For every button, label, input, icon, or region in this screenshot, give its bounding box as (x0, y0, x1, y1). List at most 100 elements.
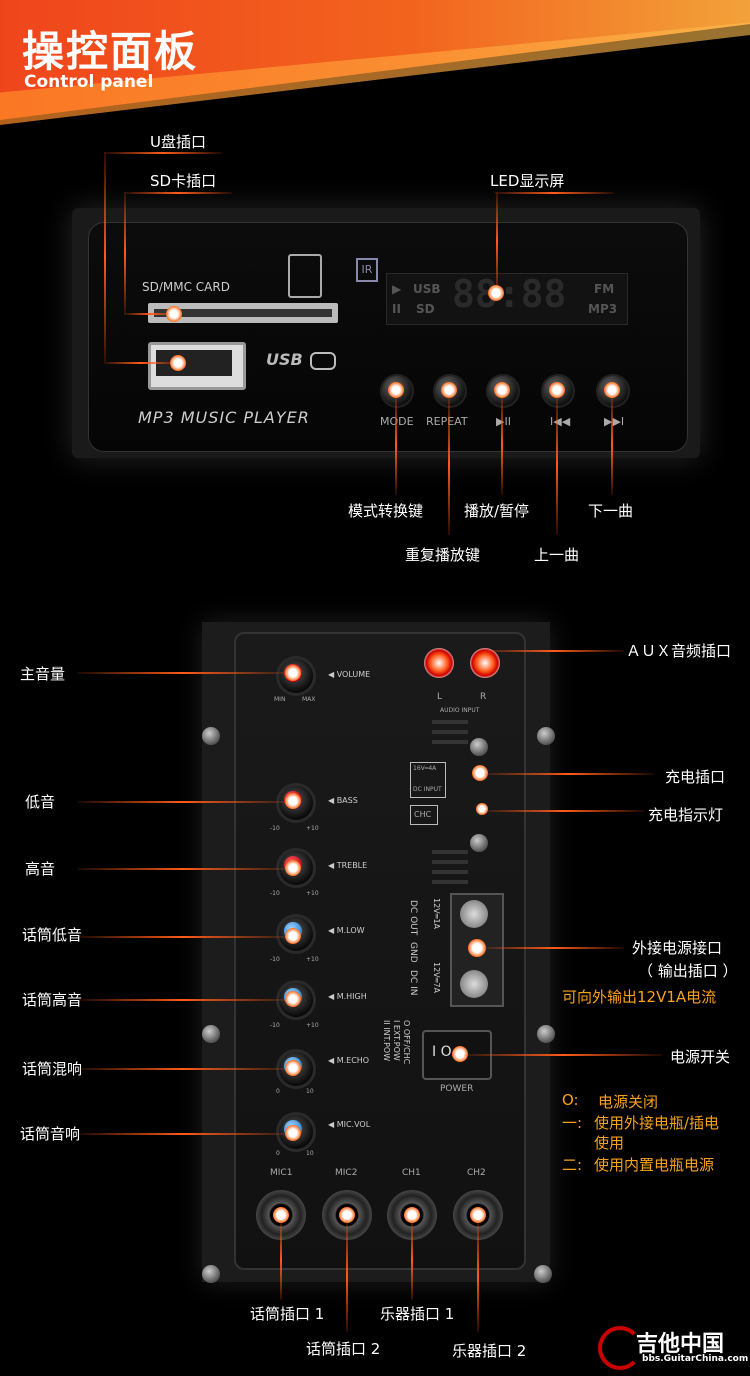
volume-knob-text: ◀ VOLUME (328, 670, 371, 679)
mic-vol-label: 话筒音响 (20, 1125, 81, 1143)
vent (432, 880, 468, 884)
prev-callout-v (556, 395, 558, 535)
led-callout-h (494, 192, 614, 194)
jack-ch1-text: CH1 (402, 1168, 421, 1178)
sd-callout-h2 (124, 313, 176, 315)
aux-right-jack[interactable] (470, 648, 500, 678)
treble-callout-dot (285, 860, 301, 876)
bass-callout-dot (285, 793, 301, 809)
usb-callout-dot (170, 355, 186, 371)
ext-power-label: 外接电源接口 (632, 939, 723, 957)
legend-one-key: 一: (562, 1114, 583, 1132)
bass-scale-min: -10 (270, 825, 280, 832)
ch1-dot (404, 1207, 420, 1223)
screw-icon (470, 738, 488, 756)
jack-mic1-text: MIC1 (270, 1168, 293, 1178)
legend-two-key: 二: (562, 1156, 583, 1174)
vent (432, 730, 468, 734)
mic-vol-scale-min: 0 (276, 1150, 280, 1157)
play-callout-dot (494, 382, 510, 398)
volume-callout-dot (285, 665, 301, 681)
charge-spec: 16V═4A (413, 765, 437, 772)
switch-text: POWER (440, 1084, 474, 1094)
mode-callout-dot (388, 382, 404, 398)
ch2-label: 乐器插口 2 (452, 1342, 527, 1360)
terminal-screw-icon (460, 970, 488, 998)
lcd-fm: FM (594, 282, 615, 296)
v1-text: 12V═1A (432, 898, 441, 930)
ch1-label: 乐器插口 1 (380, 1305, 455, 1323)
volume-max: MAX (302, 696, 316, 703)
screw-icon (537, 727, 555, 745)
mic-echo-scale-min: 0 (276, 1088, 280, 1095)
mic-echo-scale-max: 10 (306, 1088, 314, 1095)
mic-echo-knob-text: ◀ M.ECHO (328, 1056, 370, 1065)
dc-in-text: DC IN (408, 970, 418, 996)
bass-callout (78, 801, 290, 803)
vent (432, 860, 468, 864)
sd-callout-v (124, 192, 126, 314)
ext-power-note: 可向外输出12V1A电流 (562, 988, 717, 1006)
aux-left-jack[interactable] (424, 648, 454, 678)
mic-vol-scale-max: 10 (306, 1150, 314, 1157)
legend-o-val: 电源关闭 (598, 1093, 659, 1111)
charge-port-label: 充电插口 (665, 768, 726, 786)
ch2-callout (477, 1220, 479, 1332)
switch-glyph: I O (432, 1044, 452, 1060)
dc-out-text: DC OUT (408, 900, 418, 936)
lcd-digits: 88:88 (452, 272, 567, 316)
usb-symbol-icon (310, 352, 336, 370)
next-callout-v (611, 395, 613, 495)
prev-callout-dot (549, 382, 565, 398)
usb-callout-h (104, 152, 222, 154)
led-display (386, 273, 628, 325)
bass-scale-max: +10 (306, 825, 319, 832)
mic-low-knob-text: ◀ M.LOW (328, 926, 365, 935)
mic-low-knob[interactable] (276, 914, 316, 954)
vent (432, 740, 468, 744)
usb-port-label: U盘插口 (150, 133, 206, 151)
aux-label: ＡＵＸ音频插口 (626, 642, 732, 660)
treble-label: 高音 (25, 860, 56, 878)
treble-knob-text: ◀ TREBLE (328, 861, 368, 870)
prev-callout-label: 上一曲 (534, 546, 580, 564)
play-callout-label: 播放/暂停 (464, 502, 530, 520)
lcd-usb: USB (413, 282, 441, 296)
gnd-text: GND (408, 942, 418, 963)
repeat-callout-v (448, 395, 450, 535)
ir-icon: IR (356, 258, 378, 282)
repeat-button-label: REPEAT (426, 415, 468, 428)
mic2-dot (339, 1207, 355, 1223)
mic-vol-callout-dot (285, 1125, 301, 1141)
mic-high-knob-text: ◀ M.HIGH (328, 992, 367, 1001)
volume-callout (78, 672, 290, 674)
vent (432, 720, 468, 724)
brand-name: 吉他中国 (636, 1332, 725, 1357)
mic-low-callout (78, 936, 290, 938)
screw-icon (202, 1265, 220, 1283)
sd-card-text: SD/MMC CARD (142, 280, 230, 294)
charge-port-dot[interactable] (472, 765, 488, 781)
vent (432, 850, 468, 854)
usb-callout-h2 (104, 362, 178, 364)
lcd-sd: SD (416, 302, 435, 316)
brand-url[interactable]: bbs.GuitarChina.com (642, 1354, 749, 1364)
repeat-callout-dot (441, 382, 457, 398)
charge-port-callout (484, 773, 654, 775)
ext-power-label2: （ 输出插口 ） (638, 962, 738, 980)
prev-button[interactable] (541, 374, 575, 408)
mic-echo-label: 话筒混响 (22, 1060, 83, 1078)
legend-two-val: 使用内置电瓶电源 (594, 1156, 715, 1174)
ch2-dot (470, 1207, 486, 1223)
next-icon: ▶▶I (604, 415, 625, 428)
chc-box (410, 805, 438, 825)
legend-o-key: O: (562, 1091, 579, 1109)
repeat-callout-label: 重复播放键 (405, 546, 481, 564)
mode-callout-v (395, 395, 397, 495)
legend-one-val2: 使用 (594, 1134, 625, 1152)
mic-echo-callout (78, 1068, 290, 1070)
terminal-screw-icon (460, 900, 488, 928)
mic-high-scale-min: -10 (270, 1022, 280, 1029)
mic1-dot (273, 1207, 289, 1223)
charge-led-callout (484, 810, 644, 812)
